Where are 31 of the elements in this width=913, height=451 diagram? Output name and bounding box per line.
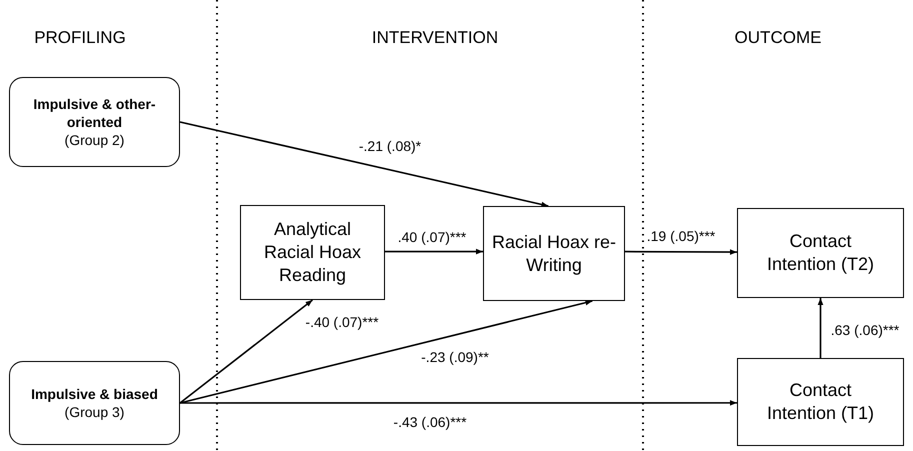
process-box (737, 208, 904, 298)
process-box (240, 205, 385, 300)
arrow (180, 299, 313, 404)
process-box (483, 206, 625, 301)
arrow (180, 300, 593, 404)
column-heading: INTERVENTION (372, 28, 498, 48)
edge-label: .19 (.05)*** (646, 228, 716, 244)
edge-label: -.40 (.07)*** (304, 314, 380, 330)
column-heading: PROFILING (34, 28, 126, 48)
group-label: (Group 3) (64, 403, 126, 421)
arrow (625, 249, 737, 255)
process-box (737, 358, 904, 446)
node-label: Contact Intention (T2) (766, 230, 876, 276)
arrow (385, 248, 483, 254)
profile-box (9, 361, 180, 445)
group-label: (Group 2) (64, 131, 126, 149)
arrow (180, 400, 737, 406)
column-heading: OUTCOME (734, 28, 822, 48)
edge-label: .63 (.06)*** (830, 322, 900, 338)
edge-label: -.23 (.09)** (420, 349, 490, 365)
node-label: Impulsive & other-oriented (32, 95, 157, 131)
edge-label: -.21 (.08)* (358, 138, 422, 154)
arrow (180, 121, 548, 208)
node-label: Contact Intention (T1) (766, 379, 876, 425)
arrow (818, 298, 824, 358)
node-label: Impulsive & biased (30, 385, 159, 403)
node-label: Analytical Racial Hoax Reading (262, 218, 362, 287)
node-label: Racial Hoax re-Writing (492, 230, 616, 276)
profile-box (9, 77, 180, 167)
edge-label: -.43 (.06)*** (392, 414, 468, 430)
edge-label: .40 (.07)*** (396, 229, 468, 245)
